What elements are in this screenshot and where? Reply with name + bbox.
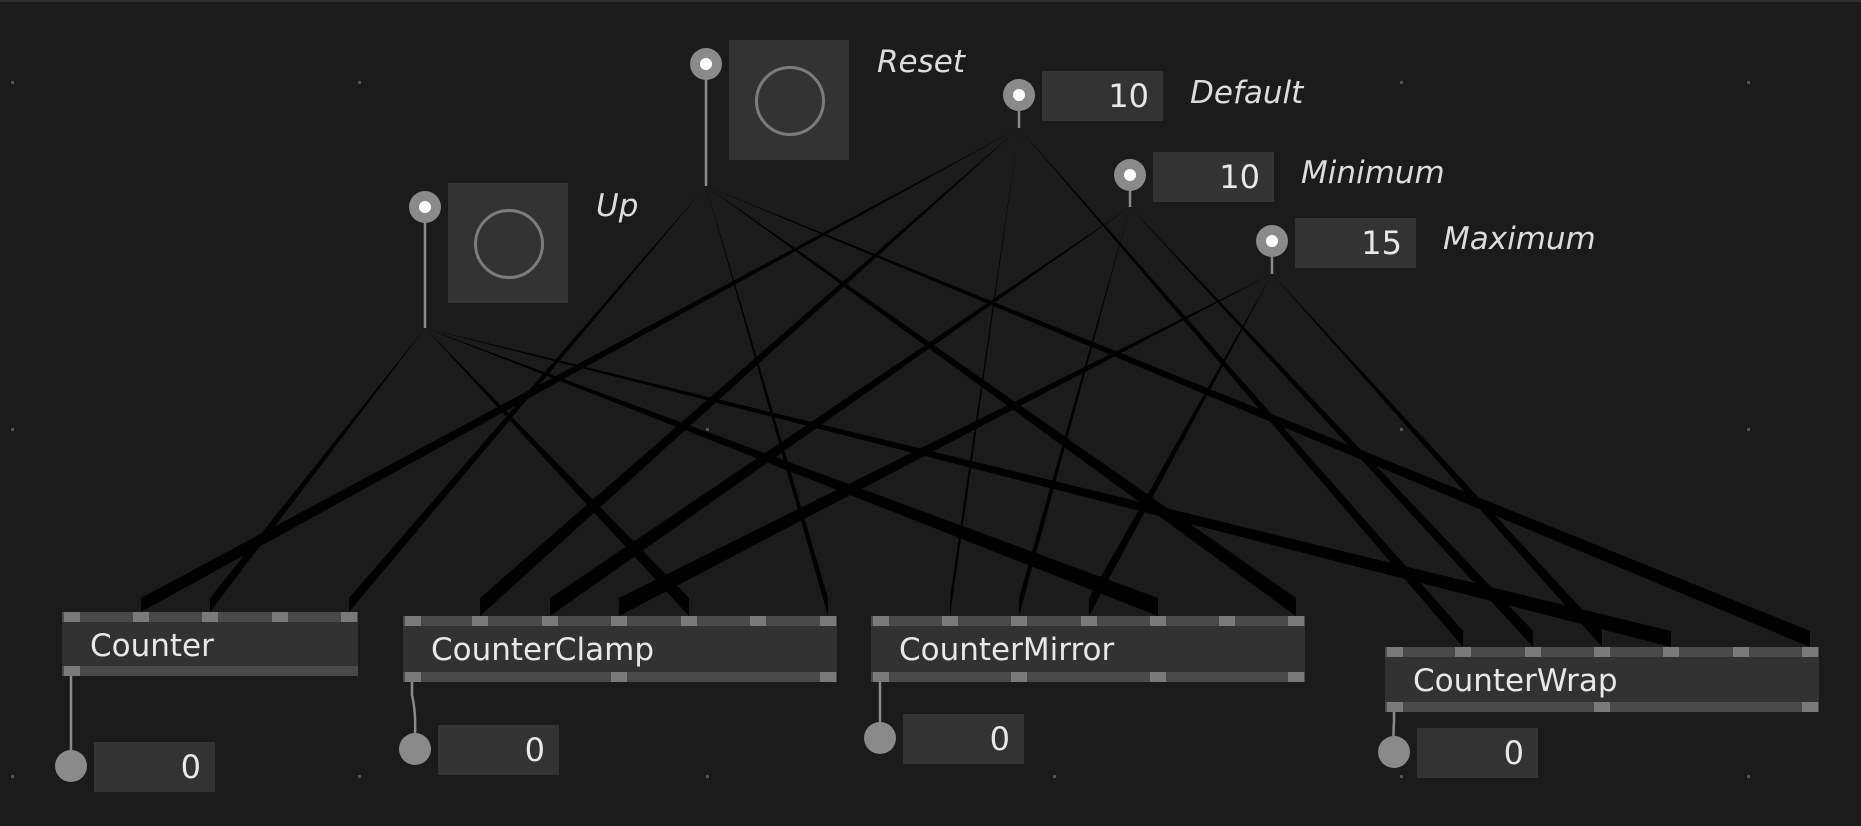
inlet-pin[interactable] [542, 616, 558, 626]
outlet-pin[interactable] [1387, 702, 1403, 712]
wire-reset-counterwrap [706, 186, 1810, 647]
inlet-pin[interactable] [202, 612, 218, 622]
wire-counterclamp-output [410, 682, 417, 736]
outlet-pin[interactable] [611, 672, 627, 682]
wire-default-counterclamp [480, 128, 1019, 616]
inlet-pin[interactable] [1733, 647, 1749, 657]
outlet-pin[interactable] [1288, 672, 1304, 682]
maximum-label: Maximum [1443, 221, 1596, 257]
wire-default-countermirror [950, 128, 1019, 616]
up-bang-button[interactable] [448, 183, 568, 303]
counter-output-port-icon [55, 750, 87, 782]
counterclamp-output-box[interactable]: 0 [438, 725, 559, 775]
wire-maximum-countermirror [1089, 274, 1272, 616]
inlet-pin[interactable] [472, 616, 488, 626]
inlet-pin[interactable] [942, 616, 958, 626]
node-title: CounterMirror [899, 632, 1115, 668]
counterwrap-output-port-icon [1378, 736, 1410, 768]
bang-circle-icon [474, 209, 544, 279]
wire-up-counterclamp [425, 328, 689, 616]
default-label: Default [1190, 75, 1304, 111]
inlet-pin[interactable] [1150, 616, 1166, 626]
wire-maximum-counterwrap [1272, 274, 1602, 647]
inlet-pin[interactable] [405, 616, 421, 626]
grid-dots [11, 81, 1750, 778]
minimum-label: Minimum [1301, 155, 1445, 191]
counter-node[interactable]: Counter [62, 612, 358, 676]
outlet-pin[interactable] [1594, 702, 1610, 712]
inlet-pin[interactable] [1387, 647, 1403, 657]
inlet-pin[interactable] [1455, 647, 1471, 657]
inlet-pin[interactable] [64, 612, 80, 622]
outlet-pin[interactable] [1802, 702, 1818, 712]
bang-circle-icon [755, 66, 825, 136]
node-title: CounterWrap [1413, 663, 1618, 699]
up-label: Up [596, 188, 639, 224]
maximum-number-box[interactable]: 15 [1295, 218, 1416, 268]
outlet-pin[interactable] [64, 666, 80, 676]
inlet-pin[interactable] [750, 616, 766, 626]
inlet-pin[interactable] [1525, 647, 1541, 657]
wire-reset-counterclamp [706, 186, 828, 616]
wire-maximum-counterclamp [619, 274, 1272, 616]
default-number-box[interactable]: 10 [1042, 71, 1163, 121]
counterclamp-node[interactable]: CounterClamp [403, 616, 837, 682]
outlet-pin[interactable] [873, 672, 889, 682]
wire-default-counterwrap [1019, 128, 1463, 647]
counterclamp-output-port-icon [399, 733, 431, 765]
outlet-pin[interactable] [1011, 672, 1027, 682]
wire-minimum-counterclamp [550, 207, 1130, 616]
inlet-pin[interactable] [1663, 647, 1679, 657]
inlet-pin[interactable] [1219, 616, 1235, 626]
wire-default-counter [141, 128, 1019, 612]
counter-output-box[interactable]: 0 [94, 742, 215, 792]
wire-reset-counter [349, 186, 706, 612]
inlet-pin[interactable] [1594, 647, 1610, 657]
countermirror-node[interactable]: CounterMirror [871, 616, 1305, 682]
inlet-pin[interactable] [1011, 616, 1027, 626]
node-title: Counter [90, 628, 214, 664]
reset-bang-button[interactable] [729, 40, 849, 160]
wire-reset-countermirror [706, 186, 1296, 616]
wire-up-countermirror [425, 328, 1158, 616]
inlet-pin[interactable] [820, 616, 836, 626]
connection-wires [69, 64, 1810, 758]
inlet-pin[interactable] [272, 612, 288, 622]
outlet-pin[interactable] [1150, 672, 1166, 682]
input-ports [409, 48, 1288, 257]
counterwrap-node[interactable]: CounterWrap [1385, 647, 1819, 712]
outlet-pin[interactable] [405, 672, 421, 682]
minimum-number-box[interactable]: 10 [1153, 152, 1274, 202]
inlet-pin[interactable] [873, 616, 889, 626]
inlet-pin[interactable] [341, 612, 357, 622]
counterwrap-output-box[interactable]: 0 [1417, 728, 1538, 778]
inlet-pin[interactable] [1802, 647, 1818, 657]
inlet-pin[interactable] [611, 616, 627, 626]
inlet-pin[interactable] [1288, 616, 1304, 626]
inlet-pin[interactable] [133, 612, 149, 622]
wire-minimum-counterwrap [1130, 207, 1533, 647]
outlet-pin[interactable] [820, 672, 836, 682]
wire-minimum-countermirror [1019, 207, 1130, 616]
output-ports [55, 722, 1410, 782]
window-top-edge [0, 0, 1861, 2]
inlet-pin[interactable] [1081, 616, 1097, 626]
wire-up-counterwrap [425, 328, 1671, 647]
countermirror-output-port-icon [864, 722, 896, 754]
countermirror-output-box[interactable]: 0 [903, 714, 1024, 764]
reset-label: Reset [877, 44, 965, 80]
inlet-pin[interactable] [681, 616, 697, 626]
node-title: CounterClamp [431, 632, 655, 668]
